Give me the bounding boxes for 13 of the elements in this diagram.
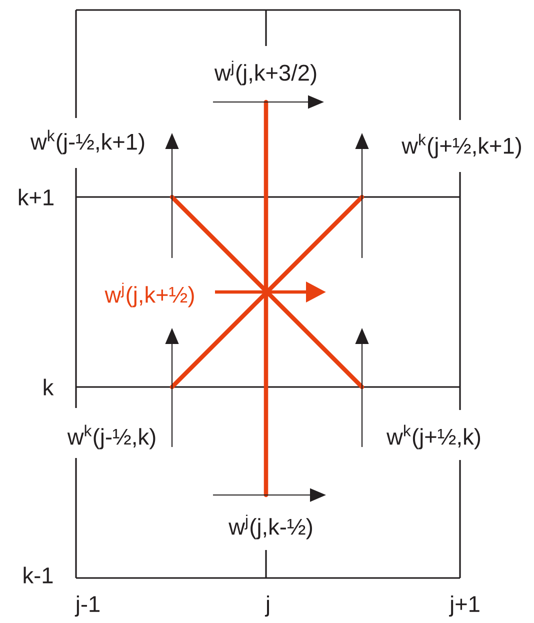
- vector-label: w$^{k}$(j+½,k+1): [402, 134, 521, 158]
- vector-label: w$^{j}$(j,k+½): [104, 282, 194, 308]
- axis-label: k+1: [18, 188, 54, 206]
- axis-label: k: [44, 378, 54, 396]
- axis-label: j+1: [449, 595, 480, 617]
- vector-label: w$^{k}$(j-½,k+1): [30, 130, 144, 154]
- vector-label: w$^{j}$(j,k+3/2): [214, 60, 316, 86]
- axis-label: j: [264, 595, 269, 617]
- vector-label: w$^{j}$(j,k-½): [228, 514, 312, 540]
- axis-label: j-1: [74, 595, 100, 617]
- vector-label: w$^{k}$(j+½,k): [386, 424, 480, 450]
- vector-label: w$^{k}$(j-½,k): [67, 424, 156, 450]
- axis-label: k-1: [24, 566, 53, 584]
